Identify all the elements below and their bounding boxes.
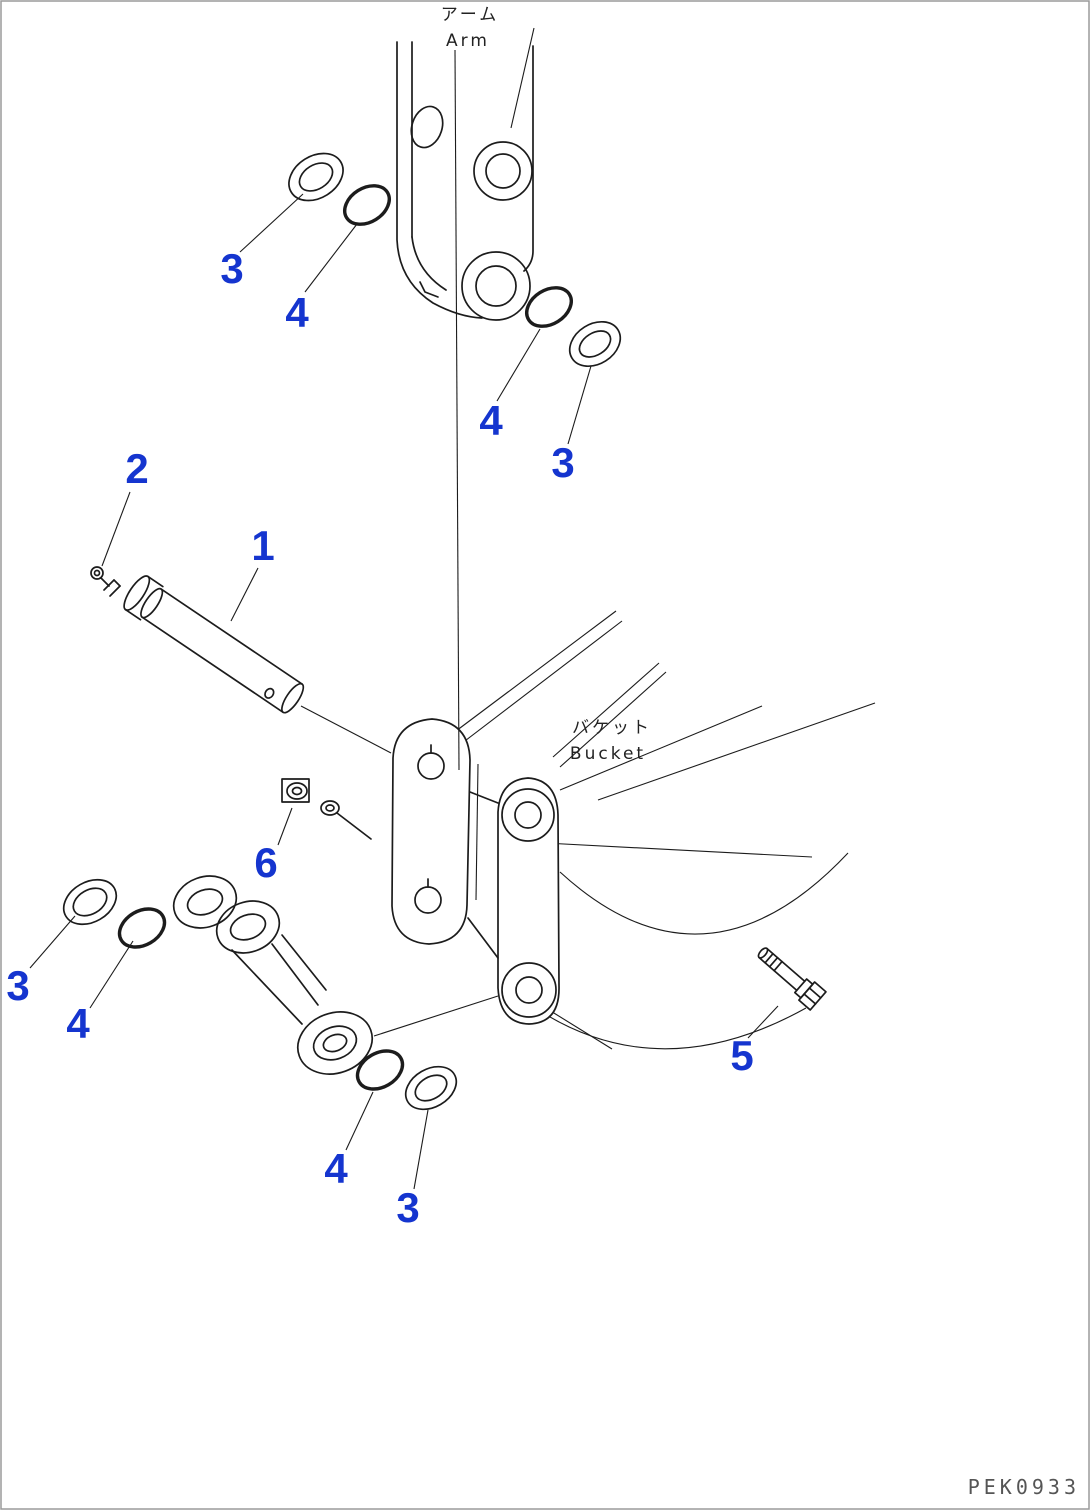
callout-5-bolt: 5 xyxy=(730,1032,753,1079)
oring-upper-left xyxy=(343,184,391,226)
arm-label-en: Arm xyxy=(446,31,490,51)
callout-3-upper-left: 3 xyxy=(220,245,243,292)
bucket-label-jp: バケット xyxy=(572,718,652,738)
grease-fitting-drawing xyxy=(90,566,121,597)
washer-bottom xyxy=(404,1065,458,1111)
washer-upper-right xyxy=(568,320,622,368)
bolt-drawing xyxy=(757,947,827,1011)
pin-drawing xyxy=(123,575,305,714)
washer-upper-left xyxy=(288,152,344,202)
callout-3-bottom: 3 xyxy=(396,1184,419,1231)
callout-6-bolt-set: 6 xyxy=(254,839,277,886)
oring-upper-right xyxy=(525,286,573,328)
callout-2-grease-fitting: 2 xyxy=(125,445,148,492)
callout-4-upper-left: 4 xyxy=(285,289,309,336)
bucket-bracket-drawing xyxy=(391,718,560,1025)
callout-4-upper-right: 4 xyxy=(479,397,503,444)
callout-3-upper-right: 3 xyxy=(551,439,574,486)
oring-lower-left xyxy=(117,907,167,949)
callout-1-pin: 1 xyxy=(251,522,274,569)
leader-lines xyxy=(29,193,779,1190)
callout-4-bottom: 4 xyxy=(324,1145,348,1192)
callout-4-lower-left: 4 xyxy=(66,1000,90,1047)
callout-3-lower-left: 3 xyxy=(6,962,29,1009)
arm-label-jp: アーム xyxy=(441,5,499,25)
assembly-axis-lines xyxy=(300,27,535,1037)
washer-lower-left xyxy=(62,878,118,926)
part-code: PEK0933 xyxy=(968,1475,1080,1499)
oring-bottom xyxy=(355,1049,405,1091)
link-assembly-drawing xyxy=(172,875,374,1075)
arm-drawing xyxy=(396,41,534,321)
bucket-label-en: Bucket xyxy=(570,744,646,764)
bolt-set-drawing xyxy=(281,778,372,840)
bucket-phantom-lines xyxy=(431,610,876,1050)
